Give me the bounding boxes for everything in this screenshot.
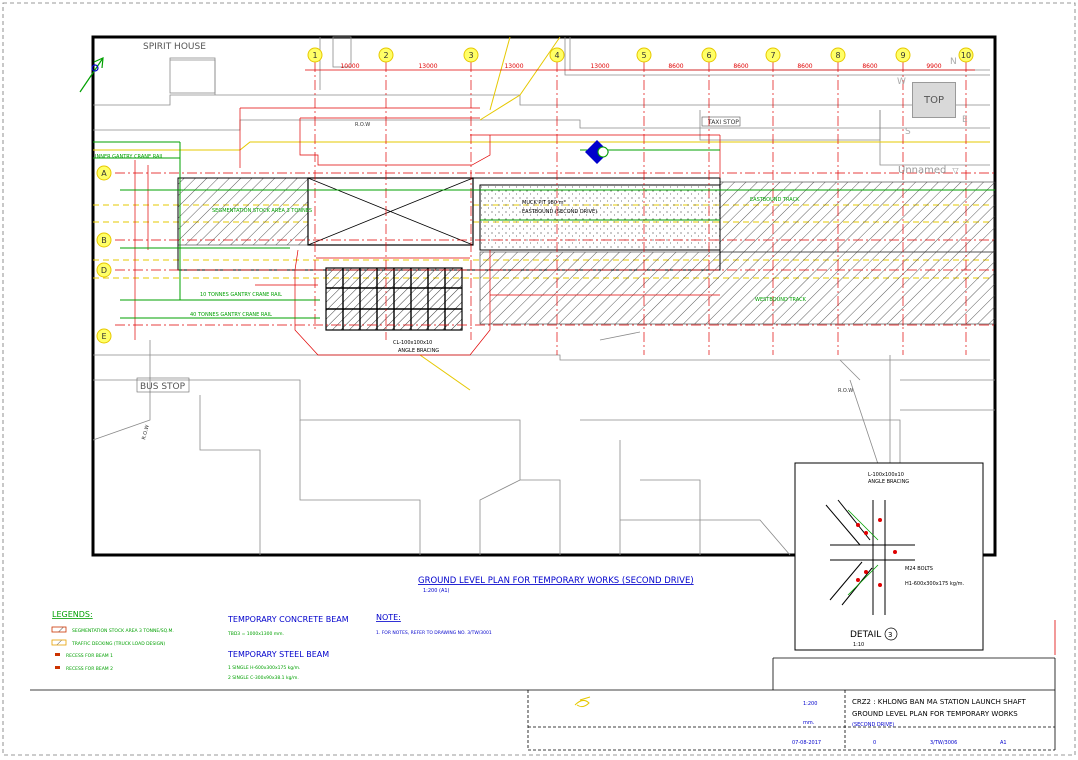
plan-title: GROUND LEVEL PLAN FOR TEMPORARY WORKS (S… bbox=[418, 576, 694, 586]
compass-w: W bbox=[897, 77, 906, 87]
title-block bbox=[30, 620, 1056, 751]
dim-1: 10000 bbox=[340, 63, 359, 70]
temp-concrete-spec: TBD3 = 1000x1300 mm. bbox=[227, 631, 284, 637]
temporary-beams: TEMPORARY CONCRETE BEAM TBD3 = 1000x1300… bbox=[227, 615, 349, 681]
named-view-label: Unnamed bbox=[898, 164, 947, 176]
plan-scale: 1:200 (A1) bbox=[423, 588, 450, 594]
grid-col-4: 4 bbox=[554, 51, 559, 60]
drawing-title: GROUND LEVEL PLAN FOR TEMPORARY WORKS bbox=[852, 710, 1018, 718]
dim-2: 13000 bbox=[418, 63, 437, 70]
detail-bolts-label: M24 BOLTS bbox=[905, 566, 933, 572]
dim-6: 8600 bbox=[733, 63, 748, 70]
inner-crane-label: INNER GANTRY CRANE RAIL bbox=[95, 154, 164, 160]
drawing-rev: 0 bbox=[873, 740, 876, 746]
temp-steel-title: TEMPORARY STEEL BEAM bbox=[227, 650, 329, 659]
dim-7: 8600 bbox=[797, 63, 812, 70]
eastbound-track-label: EASTBOUND TRACK bbox=[750, 197, 800, 203]
project-title: CRZ2 : KHLONG BAN MA STATION LAUNCH SHAF… bbox=[852, 698, 1027, 706]
detail-scale: 1:10 bbox=[853, 642, 864, 648]
detail-3-box[interactable]: L-100x100x10 ANGLE BRACING M24 BOLTS H1-… bbox=[794, 462, 984, 651]
compass-e: E bbox=[962, 115, 968, 125]
westbound-track-hatch bbox=[479, 251, 996, 325]
dim-8: 8600 bbox=[862, 63, 877, 70]
compass-n: N bbox=[950, 57, 957, 67]
eastbound-track-hatch bbox=[719, 181, 996, 253]
angle-bracing-label: ANGLE BRACING bbox=[398, 348, 439, 354]
chevron-down-icon: ▽ bbox=[952, 165, 959, 175]
viewcube-top-button[interactable]: TOP bbox=[912, 82, 956, 118]
dim-4: 13000 bbox=[590, 63, 609, 70]
eastbound-label: EASTBOUND (SECOND DRIVE) bbox=[522, 209, 597, 215]
grid-col-10: 10 bbox=[961, 51, 971, 60]
temp-concrete-title: TEMPORARY CONCRETE BEAM bbox=[227, 615, 349, 624]
grid-col-3: 3 bbox=[468, 51, 473, 60]
crane-10t-label: 10 TONNES GANTRY CRANE RAIL bbox=[200, 292, 282, 298]
legend-item-1: SEGMENTATION STOCK AREA 3 TONNE/SQ.M. bbox=[72, 628, 174, 634]
legends: LEGENDS: SEGMENTATION STOCK AREA 3 TONNE… bbox=[51, 610, 174, 672]
grid-col-9: 9 bbox=[900, 51, 905, 60]
grid-bubbles-top: 1 2 3 4 5 6 7 8 9 10 bbox=[307, 47, 974, 63]
grid-row-b: B bbox=[101, 236, 107, 245]
detail-angle-bracing: ANGLE BRACING bbox=[868, 479, 909, 485]
legend-item-4: RECESS FOR BEAM 2 bbox=[66, 666, 113, 672]
site-linework bbox=[92, 36, 995, 556]
segregation-label: SEGMENTATION STOCK AREA 3 TONNES bbox=[212, 208, 312, 214]
taxi-stop-label: TAXI STOP bbox=[707, 119, 739, 126]
cl-note-label: CL-100x100x10 bbox=[393, 340, 432, 346]
muck-pit-label: MUCK PIT 980 m² bbox=[522, 200, 565, 206]
westbound-track-label: WESTBOUND TRACK bbox=[755, 297, 807, 303]
launch-shaft bbox=[177, 177, 721, 271]
note-title: NOTE: bbox=[376, 613, 401, 622]
grid-col-5: 5 bbox=[641, 51, 646, 60]
grid-col-1: 1 bbox=[312, 51, 317, 60]
legend-item-3: RECESS FOR BEAM 1 bbox=[66, 653, 113, 659]
grid-bubbles-left: A B D E bbox=[96, 165, 112, 344]
grid-row-d: D bbox=[101, 266, 107, 275]
temp-steel-item-2: 2 SINGLE C-300x90x38.1 kg/m. bbox=[228, 675, 299, 681]
signature-icon bbox=[574, 696, 591, 708]
grid-col-2: 2 bbox=[383, 51, 388, 60]
row-label-right: R.O.W bbox=[838, 388, 853, 394]
grid-col-7: 7 bbox=[770, 51, 775, 60]
legend-item-2: TRAFFIC DECKING (TRUCK LOAD DESIGN) bbox=[71, 641, 165, 647]
compass-arrow-icon bbox=[79, 57, 104, 93]
muck-pit-area bbox=[479, 184, 721, 251]
drawing-subtitle: (SECOND DRIVE) bbox=[852, 722, 894, 728]
drawing-units: mm. bbox=[803, 720, 815, 726]
detail-number: 3 bbox=[888, 631, 892, 639]
crane-40t-label: 40 TONNES GANTRY CRANE RAIL bbox=[190, 312, 272, 318]
detail-angle-label: L-100x100x10 bbox=[868, 472, 904, 478]
row-label-left: R.O.W bbox=[141, 424, 151, 440]
note-text: 1. FOR NOTES, REFER TO DRAWING NO. 3/TW/… bbox=[376, 630, 492, 636]
road-markings bbox=[93, 36, 990, 391]
drawing-size: A1 bbox=[1000, 740, 1007, 746]
legends-title: LEGENDS: bbox=[52, 610, 93, 619]
dim-3: 13000 bbox=[504, 63, 523, 70]
grid-col-6: 6 bbox=[706, 51, 711, 60]
top-dimensions: 10000 13000 13000 13000 8600 8600 8600 8… bbox=[340, 63, 941, 70]
named-view-dropdown[interactable]: Unnamed ▽ bbox=[898, 162, 966, 178]
detail-title: DETAIL bbox=[850, 630, 881, 640]
plan-annotations: INNER GANTRY CRANE RAIL 10 TONNES GANTRY… bbox=[95, 154, 807, 354]
grid-row-e: E bbox=[101, 332, 106, 341]
drawing-scale: 1:200 bbox=[803, 701, 817, 707]
grid-col-8: 8 bbox=[835, 51, 840, 60]
steel-beam-grid bbox=[325, 267, 463, 331]
north-marker-icon[interactable] bbox=[585, 140, 609, 164]
drawing-number: 3/TW/3006 bbox=[930, 740, 957, 746]
dim-9: 9900 bbox=[926, 63, 941, 70]
temp-steel-item-1: 1 SINGLE H-600x300x175 kg/m. bbox=[228, 665, 300, 671]
detail-beam-label: H1-600x300x175 kg/m. bbox=[905, 581, 965, 587]
viewcube-label: TOP bbox=[923, 94, 944, 106]
spirit-house-label: SPIRIT HOUSE bbox=[143, 42, 206, 52]
dim-5: 8600 bbox=[668, 63, 683, 70]
drawing-date: 07-08-2017 bbox=[792, 740, 821, 746]
row-label-top: R.O.W bbox=[355, 122, 370, 128]
compass-s: S bbox=[905, 127, 911, 137]
viewcube-compass: N W E S bbox=[897, 57, 968, 137]
bus-stop-label: BUS STOP bbox=[140, 382, 186, 392]
grid-row-a: A bbox=[101, 169, 107, 178]
